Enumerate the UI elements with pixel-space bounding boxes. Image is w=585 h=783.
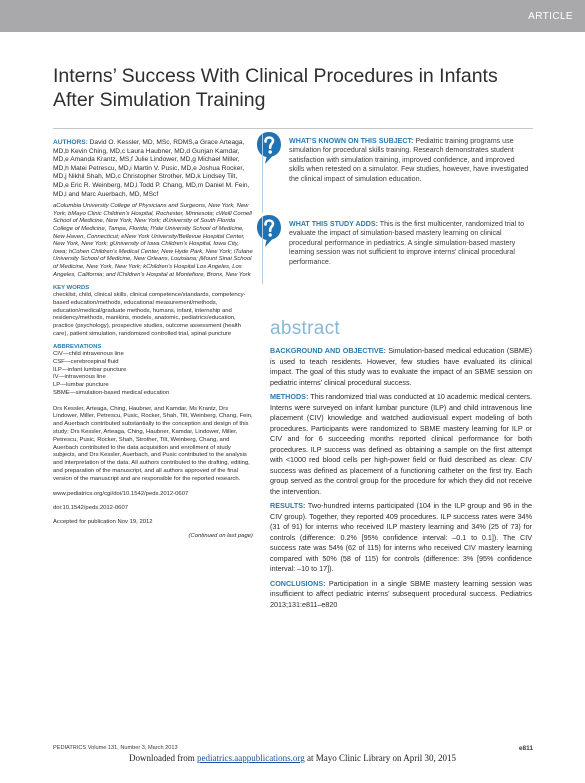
adds-label: WHAT THIS STUDY ADDS: xyxy=(289,220,378,228)
authors-label: AUTHORS: xyxy=(53,139,88,146)
abstract-section-label: CONCLUSIONS: xyxy=(270,578,326,588)
abbreviation-item: SBME—simulation-based medical education xyxy=(53,389,170,396)
keywords-heading: KEY WORDS xyxy=(53,285,90,292)
adds-body: This is the first multicenter, randomize… xyxy=(289,220,525,266)
abbreviation-item: CIV—child intravenous line xyxy=(53,351,124,358)
known-box xyxy=(262,133,532,213)
keywords-text: checklist, child, clinical skills, clini… xyxy=(53,292,246,337)
abstract-section-text: Participation in a single SBME mastery l… xyxy=(270,578,532,609)
download-prefix: Downloaded from xyxy=(128,753,197,763)
abbreviations-heading: ABBREVIATIONS xyxy=(53,344,102,351)
section-tag: ARTICLE xyxy=(528,11,573,22)
page-footer: PEDIATRICS Volume 131, Number 3, March 2… xyxy=(53,745,533,752)
adds-box xyxy=(262,216,532,284)
question-bubble-icon xyxy=(256,214,282,248)
abstract-heading: abstract xyxy=(270,318,340,339)
abbreviation-item: ILP—infant lumbar puncture xyxy=(53,366,127,373)
continued-note: (Continued on last page) xyxy=(188,532,253,539)
article-meta: www.pediatrics.org/cgi/doi/10.1542/peds.… xyxy=(53,490,253,526)
question-bubble-icon xyxy=(256,131,282,165)
article-doi[interactable]: doi:10.1542/peds.2012-0607 xyxy=(53,504,129,511)
affiliations: aColumbia University College of Physicia… xyxy=(53,203,253,278)
abstract-section-label: BACKGROUND AND OBJECTIVE: xyxy=(270,346,386,355)
abstract-section-text: This randomized trial was conducted at 1… xyxy=(270,392,532,496)
adds-text: WHAT THIS STUDY ADDS: This is the first … xyxy=(289,220,529,267)
accepted-date: Accepted for publication Nov 19, 2012 xyxy=(53,518,153,525)
abstract-results: RESULTS: Two-hundred interns participate… xyxy=(270,501,532,575)
download-suffix: at Mayo Clinic Library on April 30, 2015 xyxy=(304,753,457,763)
abstract-methods: METHODS: This randomized trial was condu… xyxy=(270,392,532,497)
journal-citation: PEDIATRICS Volume 131, Number 3, March 2… xyxy=(53,745,178,751)
article-url[interactable]: www.pediatrics.org/cgi/doi/10.1542/peds.… xyxy=(53,490,189,497)
abbreviation-item: LP—lumbar puncture xyxy=(53,382,109,389)
known-body: Pediatric training programs use simulati… xyxy=(289,137,529,183)
download-link[interactable]: pediatrics.aappublications.org xyxy=(196,753,305,763)
page-number: e811 xyxy=(518,745,533,752)
abstract-body: BACKGROUND AND OBJECTIVE: Simulation-bas… xyxy=(270,346,532,614)
abstract-section-label: METHODS: xyxy=(270,392,309,401)
left-column: AUTHORS: David O. Kessler, MD, MSc, RDMS… xyxy=(53,139,253,540)
article-title: Interns’ Success With Clinical Procedure… xyxy=(53,65,498,111)
known-text: WHAT’S KNOWN ON THIS SUBJECT: Pediatric … xyxy=(289,137,529,184)
title-divider xyxy=(53,128,533,129)
abstract-section-text: Simulation-based medical education (SBME… xyxy=(270,346,533,387)
abbreviation-item: IV—intravenous line xyxy=(53,374,106,381)
authors-text: David O. Kessler, MD, MSc, RDMS,a Grace … xyxy=(53,139,250,198)
abstract-section-label: RESULTS: xyxy=(270,501,306,510)
section-banner: ARTICLE xyxy=(0,0,585,32)
abstract-background: BACKGROUND AND OBJECTIVE: Simulation-bas… xyxy=(270,346,532,388)
abbreviation-item: CSF—cerebrospinal fluid xyxy=(53,359,119,366)
author-contributions: Drs Kessler, Arteaga, Ching, Haubner, an… xyxy=(53,405,253,482)
abstract-section-text: Two-hundred interns participated (104 in… xyxy=(270,501,532,573)
abbreviations-list: CIV—child intravenous line CSF—cerebrosp… xyxy=(53,351,253,397)
download-notice: Downloaded from pediatrics.aappublicatio… xyxy=(0,753,585,763)
authors-block: AUTHORS: David O. Kessler, MD, MSc, RDMS… xyxy=(53,139,253,199)
known-label: WHAT’S KNOWN ON THIS SUBJECT: xyxy=(289,137,414,145)
abstract-conclusions: CONCLUSIONS: Participation in a single S… xyxy=(270,579,532,611)
